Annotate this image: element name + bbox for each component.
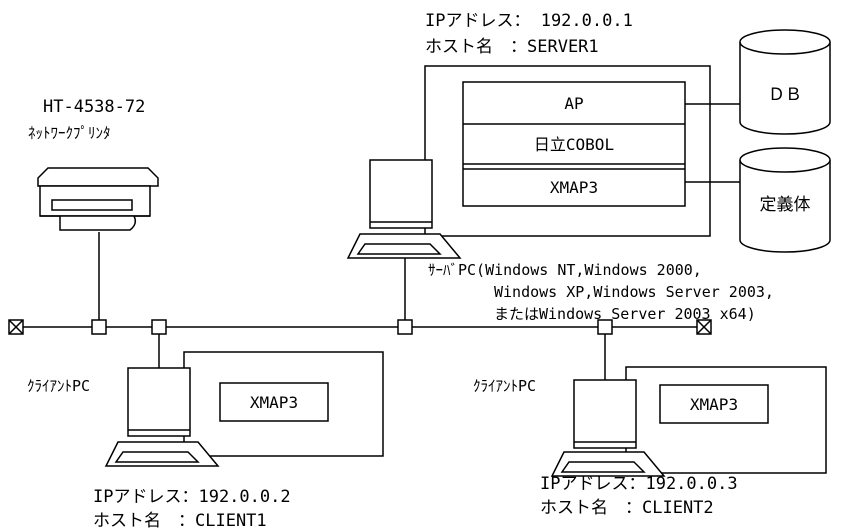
terminator-left [9, 320, 23, 334]
stack-cobol: 日立COBOL [534, 135, 614, 154]
client2-hostname: ホスト名 ：CLIENT2 [540, 498, 714, 518]
definition-label: 定義体 [760, 195, 811, 215]
server-caption-1: ｻｰﾊﾞPC(Windows NT,Windows 2000, [428, 261, 702, 279]
client1-ip: IPアドレス：192.0.0.2 [93, 487, 291, 507]
printer-type: ﾈｯﾄﾜｰｸﾌﾟﾘﾝﾀ [28, 124, 111, 142]
client1-hostname: ホスト名 ：CLIENT1 [93, 511, 267, 529]
client1-label: ｸﾗｲｱﾝﾄPC [27, 377, 90, 395]
client2-app: XMAP3 [690, 395, 738, 414]
server-caption-3: またはWindows Server 2003 x64) [494, 305, 756, 323]
bus-node-server [398, 320, 412, 334]
stack-xmap3: XMAP3 [550, 178, 598, 197]
bus-node-printer [92, 320, 106, 334]
client2-ip: IPアドレス：192.0.0.3 [540, 474, 738, 494]
server-hostname: ホスト名 ：SERVER1 [425, 37, 599, 57]
stack-ap: AP [564, 94, 583, 113]
bus-node-client1 [152, 320, 166, 334]
db-cylinder [740, 30, 830, 134]
client2-label: ｸﾗｲｱﾝﾄPC [473, 377, 536, 395]
server-ip: IPアドレス： 192.0.0.1 [425, 11, 633, 31]
db-label: ＤＢ [768, 85, 802, 105]
printer-model: HT-4538-72 [43, 97, 145, 117]
printer-icon [38, 168, 158, 230]
client1-app: XMAP3 [250, 393, 298, 412]
server-caption-2: Windows XP,Windows Server 2003, [494, 283, 774, 301]
